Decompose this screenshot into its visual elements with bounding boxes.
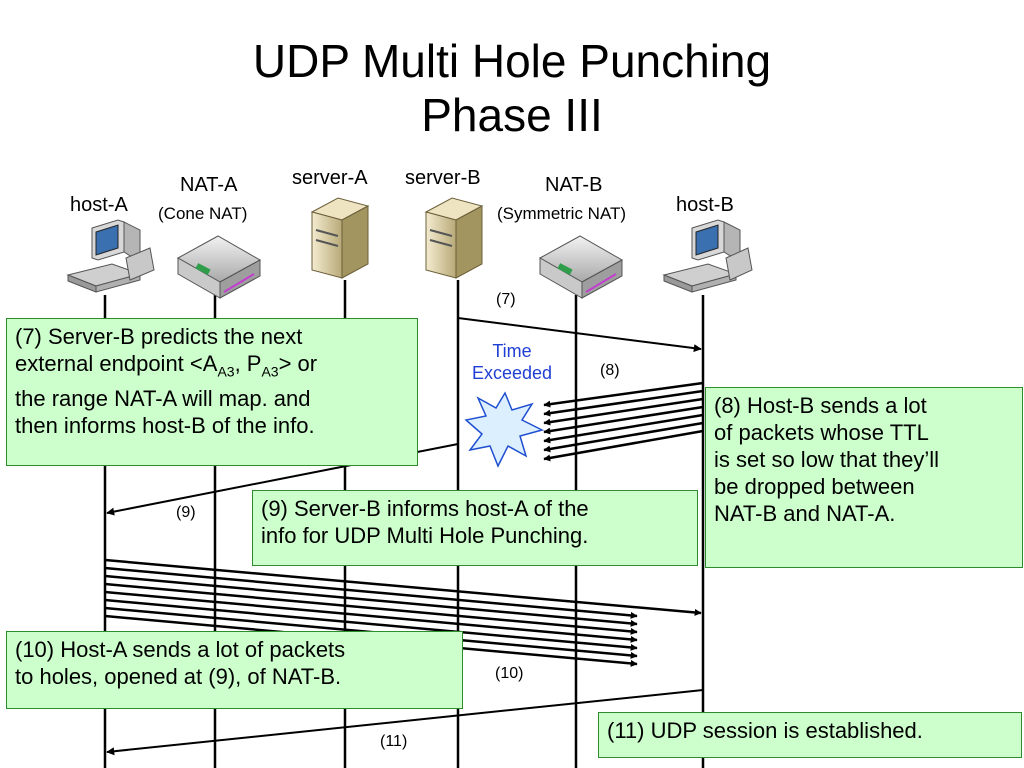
time-exceeded-label: Time Exceeded <box>471 341 553 383</box>
server-b-server-icon <box>424 197 484 279</box>
step-label-7: (7) <box>496 291 516 308</box>
arrow-step-11 <box>106 689 704 756</box>
server-a-server-icon <box>310 197 370 279</box>
step-label-11: (11) <box>380 733 408 750</box>
arrow-group-step-8 <box>543 381 704 462</box>
time-exceeded-burst-icon <box>464 391 545 468</box>
host-a-label: host-A <box>70 194 128 216</box>
note-step-8: (8) Host-B sends a lot of packets whose … <box>705 387 1023 568</box>
title-line-2: Phase III <box>421 89 603 141</box>
note-step-7: (7) Server-B predicts the next external … <box>6 318 418 466</box>
step-label-9: (9) <box>176 504 196 521</box>
arrow-step-7 <box>457 317 702 353</box>
nat-b-router-icon <box>538 235 624 299</box>
step-label-10: (10) <box>495 665 524 682</box>
server-b-label: server-B <box>405 167 481 189</box>
note-step-10: (10) Host-A sends a lot of packets to ho… <box>6 631 463 709</box>
note-step-9: (9) Server-B informs host-A of the info … <box>252 490 698 566</box>
title-line-1: UDP Multi Hole Punching <box>252 35 772 87</box>
host-a-computer-icon <box>66 219 155 293</box>
nat-a-sublabel: (Cone NAT) <box>158 204 248 223</box>
step-label-8: (8) <box>600 362 620 379</box>
note-step-11: (11) UDP session is established. <box>598 712 1022 758</box>
nat-a-router-icon <box>176 235 262 299</box>
nat-b-label: NAT-B <box>545 174 603 196</box>
nat-a-label: NAT-A <box>180 174 238 196</box>
host-b-label: host-B <box>676 194 734 216</box>
nat-b-sublabel: (Symmetric NAT) <box>497 204 627 223</box>
host-b-computer-icon <box>662 219 753 293</box>
page-title: UDP Multi Hole Punching Phase III <box>0 34 1024 142</box>
server-a-label: server-A <box>292 167 368 189</box>
